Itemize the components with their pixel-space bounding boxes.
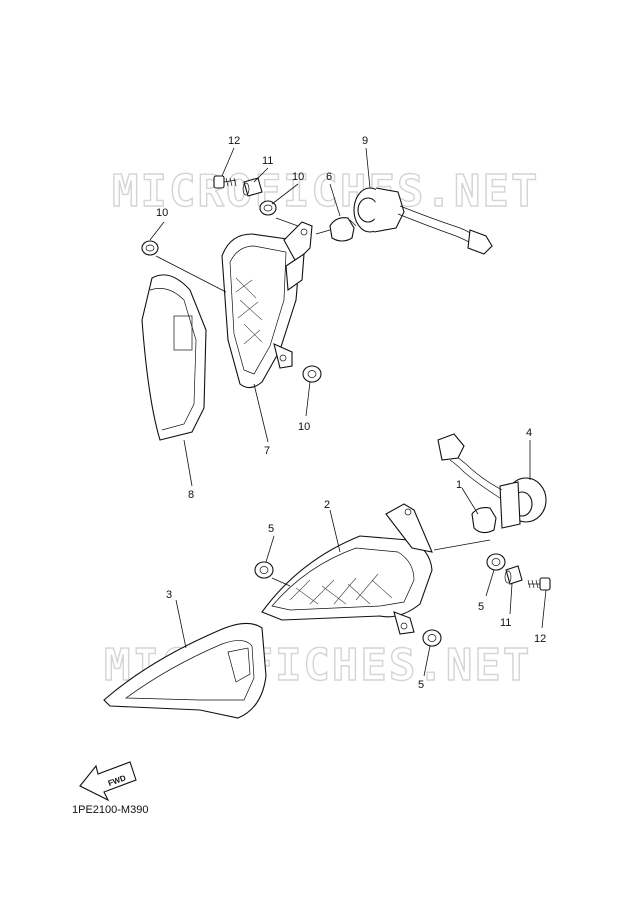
part-5-grommet-bottom[interactable]	[422, 629, 442, 647]
label-11-upper: 11	[262, 155, 273, 167]
part-9-socket-harness[interactable]	[353, 187, 493, 255]
label-3: 3	[166, 589, 172, 601]
label-12-lower: 12	[534, 633, 546, 645]
part-2-signal-housing[interactable]	[261, 503, 433, 635]
part-5-grommet-left[interactable]	[254, 561, 274, 579]
part-11-collar-lower[interactable]	[504, 565, 523, 585]
part-12-screw-lower[interactable]	[527, 577, 551, 591]
label-1: 1	[456, 479, 462, 491]
part-1-bulb[interactable]	[471, 507, 497, 534]
label-11-lower: 11	[500, 617, 511, 629]
part-7-signal-housing[interactable]	[221, 221, 313, 389]
watermark-top: MICROFICHES.NET	[112, 166, 539, 217]
label-10-top: 10	[292, 171, 304, 183]
upper-leader-lines	[149, 147, 371, 487]
part-11-collar-upper[interactable]	[242, 177, 263, 197]
part-10-grommet-bottom[interactable]	[302, 365, 322, 383]
label-5-bottom: 5	[418, 679, 424, 691]
label-5-right: 5	[478, 601, 484, 613]
label-6: 6	[326, 171, 332, 183]
label-2: 2	[324, 499, 330, 511]
label-9: 9	[362, 135, 368, 147]
label-10-left: 10	[156, 207, 168, 219]
part-8-lens-cover[interactable]	[141, 274, 207, 441]
part-3-lens[interactable]	[103, 622, 267, 719]
part-4-socket-harness[interactable]	[437, 433, 547, 529]
diagram-code: 1PE2100-M390	[72, 804, 149, 816]
fwd-arrow-icon: FWD	[79, 761, 137, 802]
lower-leader-lines	[175, 440, 547, 677]
label-8: 8	[188, 489, 194, 501]
label-5-left: 5	[268, 523, 274, 535]
label-12-upper: 12	[228, 135, 240, 147]
label-4: 4	[526, 427, 532, 439]
part-10-grommet-top[interactable]	[259, 200, 277, 216]
part-10-grommet-left[interactable]	[141, 240, 159, 256]
part-12-screw-upper[interactable]	[213, 175, 237, 189]
label-10-bottom: 10	[298, 421, 310, 433]
label-7: 7	[264, 445, 270, 457]
part-6-bulb[interactable]	[329, 217, 357, 242]
part-5-grommet-right[interactable]	[486, 553, 506, 571]
